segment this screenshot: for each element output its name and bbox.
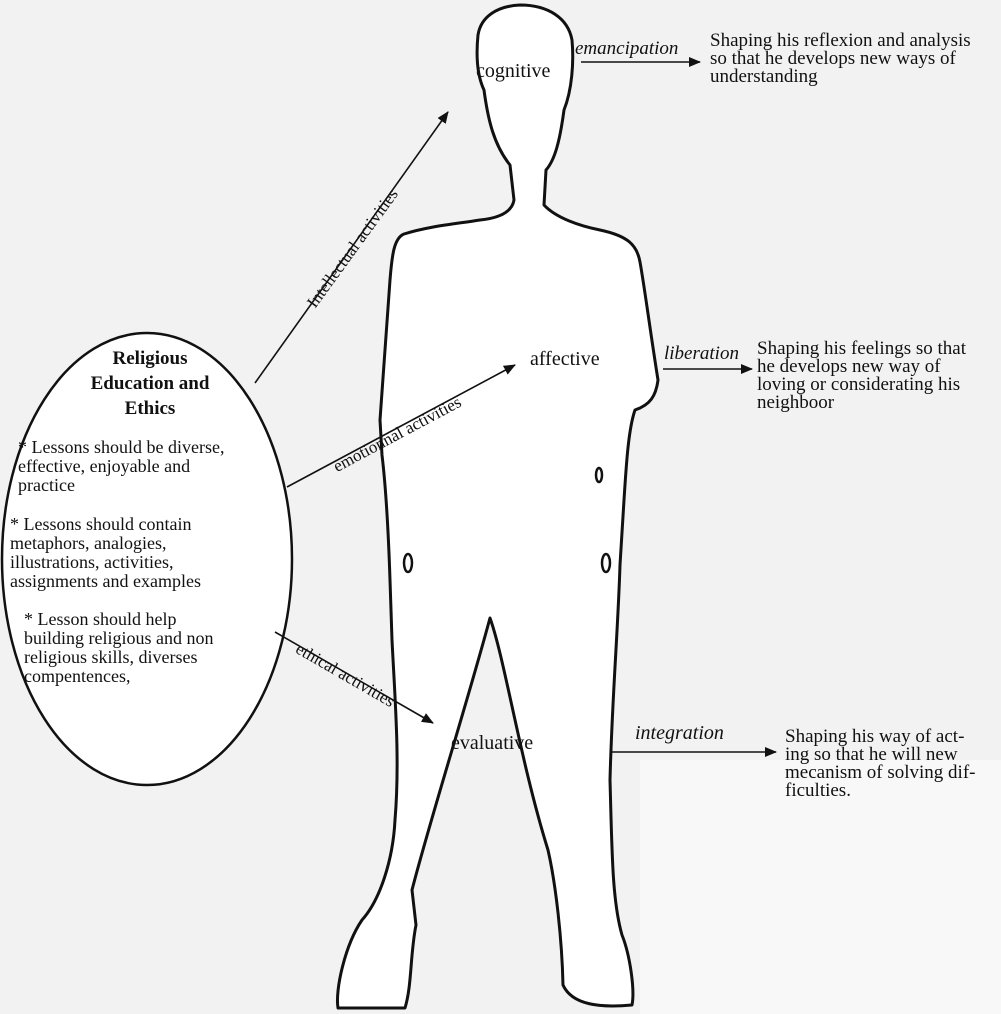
oval-point-2: * Lessons should contain metaphors, anal… [10, 515, 270, 591]
liberation-label: liberation [664, 345, 739, 363]
evaluative-outcome-text: Shaping his way of act- ing so that he w… [785, 728, 995, 800]
evaluative-label: evaluative [451, 734, 533, 752]
emancipation-label: emancipation [575, 40, 678, 58]
cognitive-outcome-text: Shaping his reflexion and analysis so th… [710, 32, 1000, 86]
human-silhouette [337, 5, 658, 1008]
integration-label: integration [635, 724, 724, 742]
oval-point-1: * Lessons should be diverse, effective, … [18, 438, 278, 495]
affective-outcome-text: Shaping his feelings so that he develops… [757, 340, 997, 412]
cognitive-label: cognitive [476, 62, 550, 80]
oval-point-3: * Lesson should help building religious … [24, 610, 274, 686]
oval-title: Religious Education and Ethics [65, 346, 235, 421]
affective-label: affective [530, 350, 600, 368]
